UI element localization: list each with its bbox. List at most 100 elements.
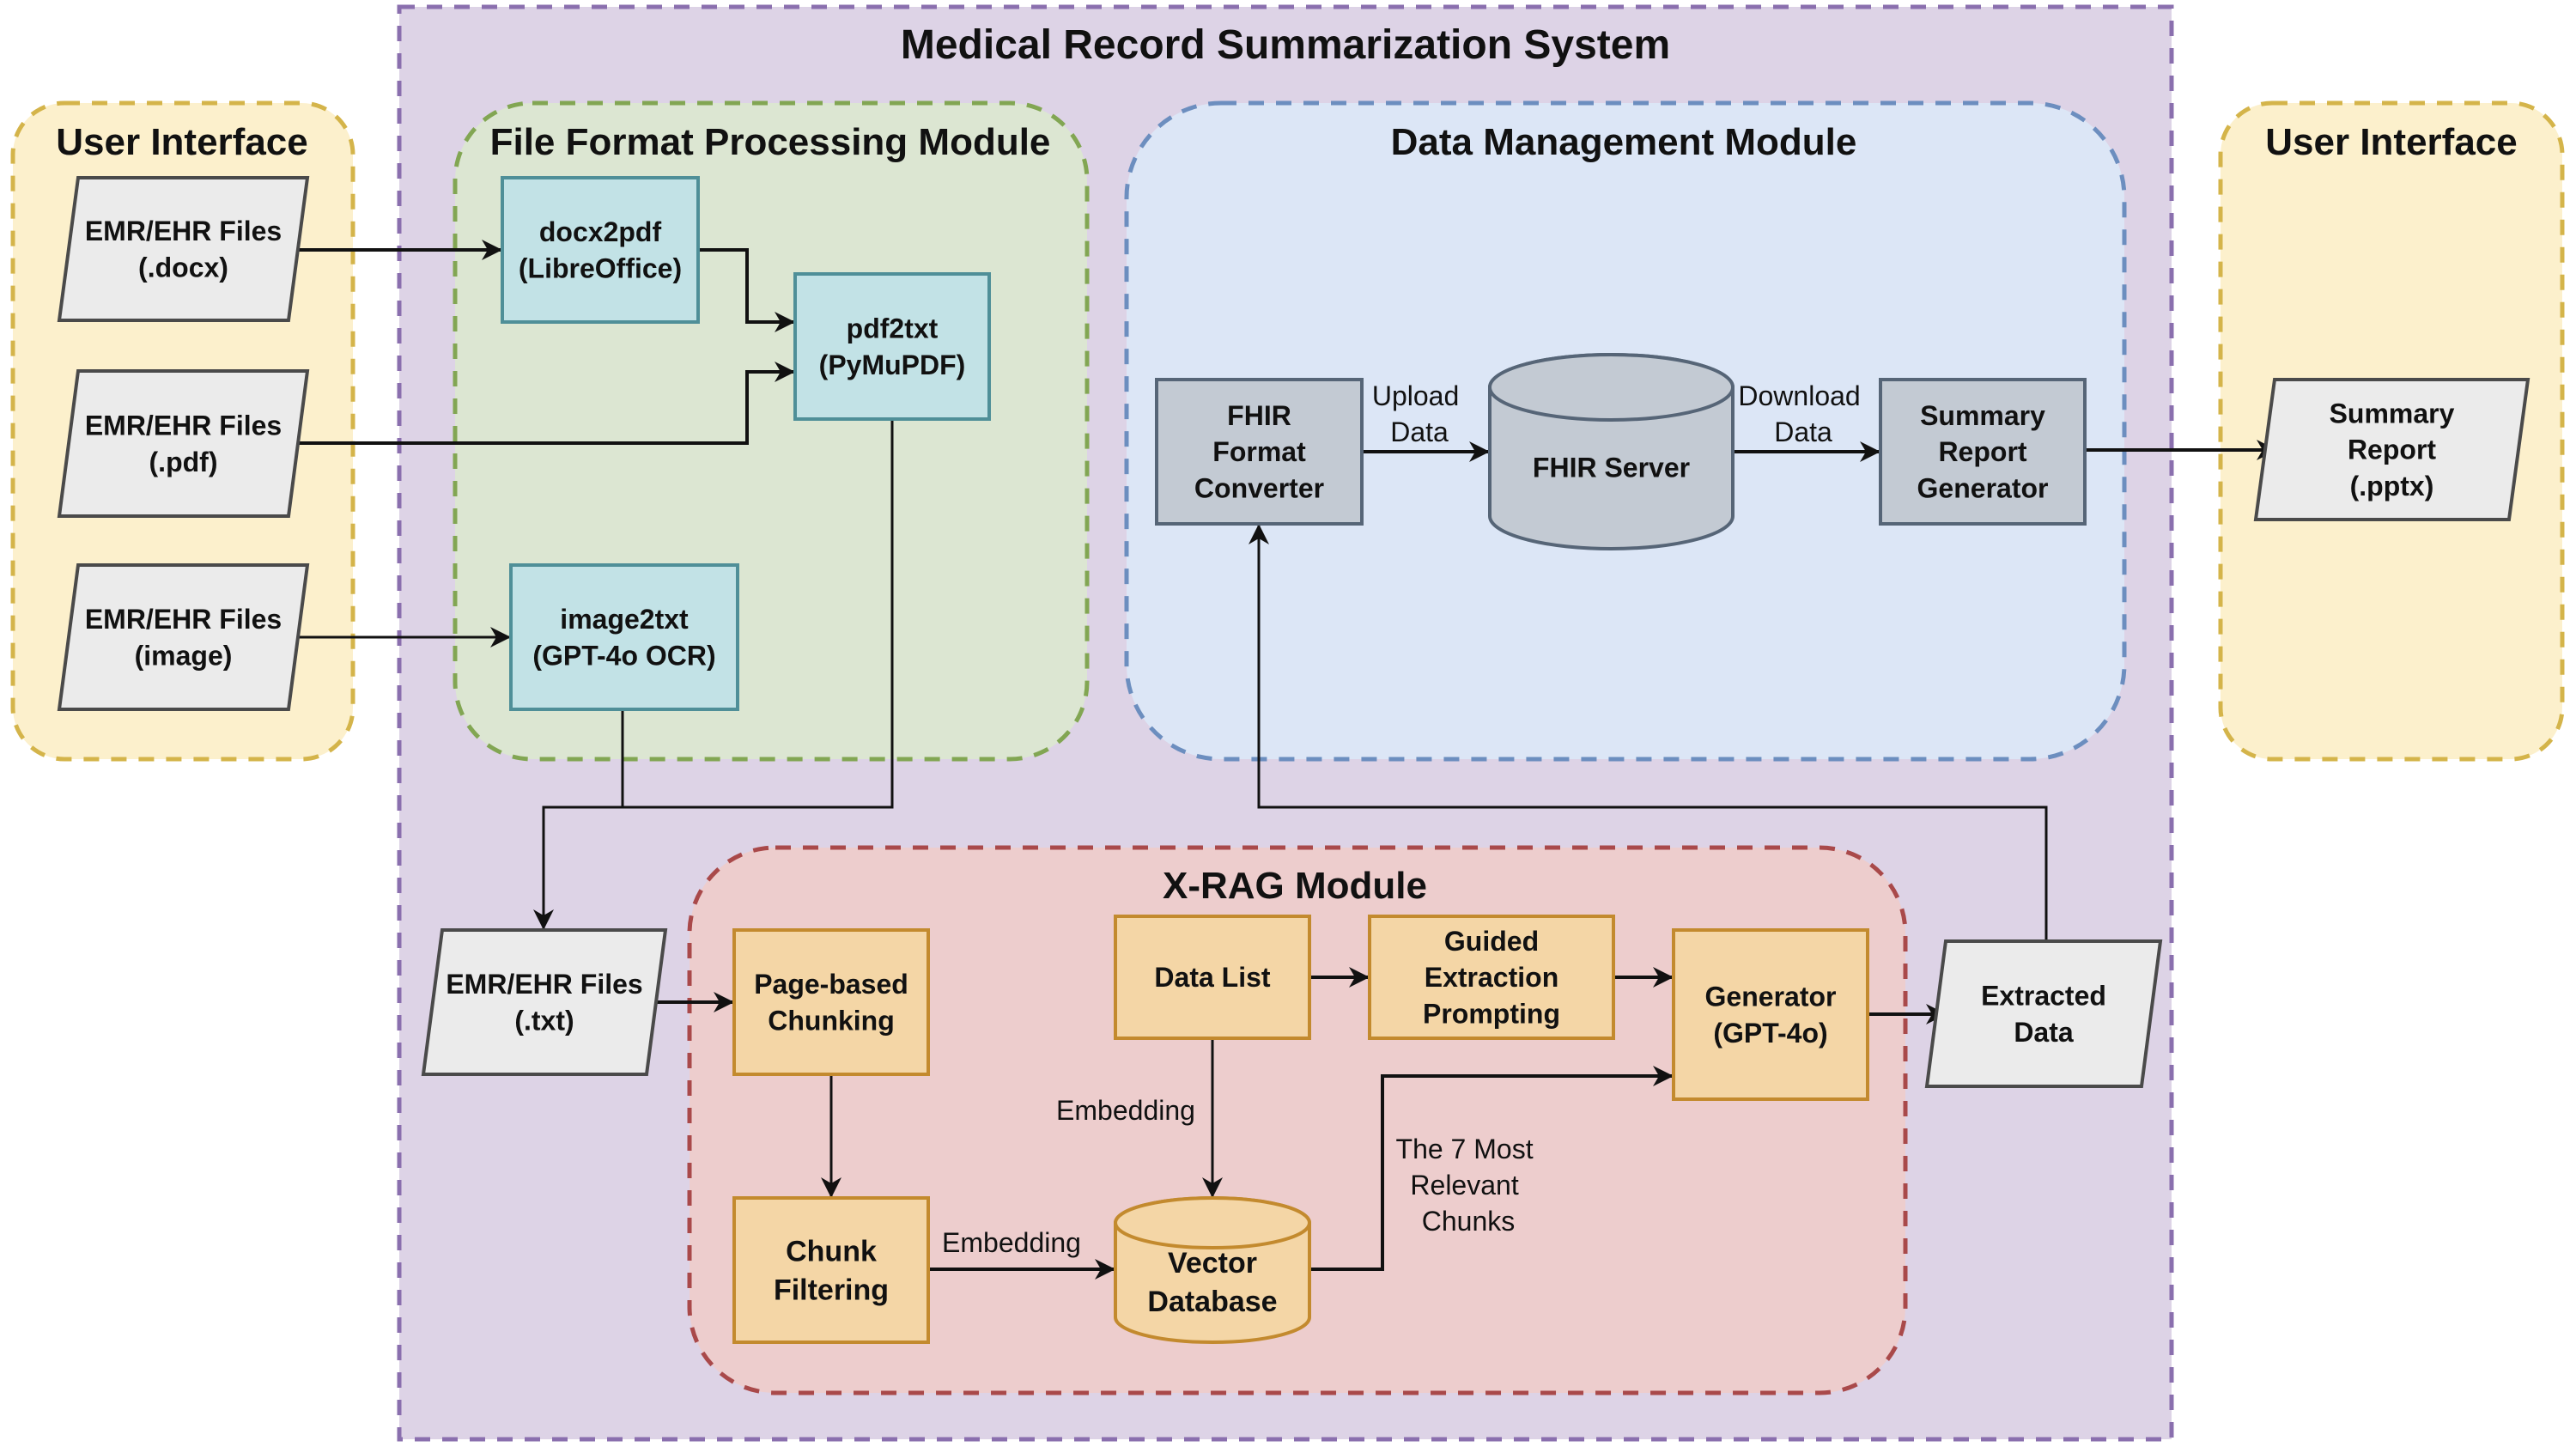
pdf2txt-label-line: pdf2txt <box>847 313 939 344</box>
docx2pdf-node: docx2pdf (LibreOffice) <box>501 176 700 324</box>
docx2pdf-box <box>501 176 700 324</box>
emr-image-label-line: (image) <box>135 640 233 671</box>
pdf2txt-label-line: (PyMuPDF) <box>819 350 966 380</box>
chunk-filtering-label-line: Chunk <box>786 1235 877 1268</box>
summary-report-io-shape <box>2253 378 2530 521</box>
extracted-data-io-shape <box>1924 939 2163 1088</box>
edge-pdf2txt-to-txt <box>533 419 894 930</box>
summary-report-label-line: Summary <box>2330 398 2455 429</box>
emr-docx-label-line: (.docx) <box>138 252 228 283</box>
top-chunks-label: The 7 Most Relevant Chunks <box>1396 1134 1541 1237</box>
chunk-filtering-label-line: Filtering <box>774 1274 889 1306</box>
emr-txt-io-shape <box>421 928 668 1076</box>
docx2pdf-label: docx2pdf (LibreOffice) <box>519 216 682 283</box>
image2txt-label-line: (GPT-4o OCR) <box>532 640 715 671</box>
emr-docx-label-line: EMR/EHR Files <box>85 216 282 246</box>
emr-pdf-io-shape <box>57 369 310 518</box>
emr-txt-label-line: EMR/EHR Files <box>446 969 642 1000</box>
fhir-server-node: FHIR Server <box>1488 353 1735 550</box>
data-list-label-line: Data List <box>1154 962 1270 993</box>
summary-generator-label-line: Generator <box>1917 472 2049 503</box>
emr-pdf-label-line: EMR/EHR Files <box>85 410 282 441</box>
summary-generator-label-line: Summary <box>1920 400 2045 431</box>
emr-image-node: EMR/EHR Files (image) <box>57 563 310 711</box>
emr-docx-io-shape <box>57 176 310 322</box>
embedding-datalist-label: Embedding <box>1056 1095 1195 1126</box>
region-titles: Medical Record Summarization System User… <box>56 22 2517 907</box>
extracted-data-label-line: Extracted <box>1981 981 2106 1012</box>
emr-txt-label: EMR/EHR Files (.txt) <box>446 969 642 1036</box>
generator-node: Generator (GPT-4o) <box>1672 928 1869 1101</box>
pdf2txt-box <box>793 272 991 421</box>
fhir-converter-label-line: Format <box>1212 436 1306 467</box>
fhir-converter-label-line: Converter <box>1194 472 1324 503</box>
fhir-server-cylinder-top <box>1488 353 1735 422</box>
fhir-server-label-line: FHIR Server <box>1533 452 1690 483</box>
data-management-title: Data Management Module <box>1391 121 1857 163</box>
generator-label-line: (GPT-4o) <box>1713 1018 1827 1049</box>
docx2pdf-label-line: docx2pdf <box>539 216 662 247</box>
emr-pdf-node: EMR/EHR Files (.pdf) <box>57 369 310 518</box>
edge-docx2pdf-to-pdf2txt <box>698 248 795 332</box>
user-interface-left-title: User Interface <box>56 121 307 163</box>
vector-db-cylinder-top <box>1114 1196 1311 1249</box>
emr-pdf-label-line: (.pdf) <box>149 447 218 477</box>
edge-extracted-to-fhir-converter <box>1249 524 2048 941</box>
page-chunking-label-line: Page-based <box>754 969 908 1000</box>
image2txt-label: image2txt (GPT-4o OCR) <box>532 604 715 671</box>
emr-txt-node: EMR/EHR Files (.txt) <box>421 928 668 1076</box>
emr-pdf-label: EMR/EHR Files (.pdf) <box>85 410 282 477</box>
emr-docx-label: EMR/EHR Files (.docx) <box>85 216 282 283</box>
vector-db-label-line: Database <box>1147 1286 1277 1318</box>
pdf2txt-node: pdf2txt (PyMuPDF) <box>793 272 991 421</box>
guided-prompting-label-line: Guided <box>1444 926 1539 957</box>
guided-prompting-label-line: Extraction <box>1425 962 1558 993</box>
summary-generator-box <box>1879 378 2087 526</box>
embedding-chunks-label: Embedding <box>942 1227 1081 1258</box>
guided-prompting-box <box>1368 915 1615 1040</box>
emr-image-label-line: EMR/EHR Files <box>85 604 282 635</box>
emr-image-label: EMR/EHR Files (image) <box>85 604 282 671</box>
image2txt-box <box>509 563 739 711</box>
image2txt-node: image2txt (GPT-4o OCR) <box>509 563 739 711</box>
summary-report-label-line: (.pptx) <box>2350 471 2434 502</box>
data-list-box <box>1114 915 1311 1040</box>
generator-label-line: Generator <box>1705 982 1837 1012</box>
data-list-label: Data List <box>1154 962 1270 993</box>
fhir-converter-label-line: FHIR <box>1227 400 1291 431</box>
page-chunking-label-line: Chunking <box>768 1005 895 1036</box>
edge-labels: Upload Data Download Data Embedding Embe… <box>942 380 1861 1258</box>
generator-label: Generator (GPT-4o) <box>1705 982 1837 1049</box>
emr-txt-label-line: (.txt) <box>514 1005 574 1036</box>
chunk-filtering-box <box>732 1196 930 1344</box>
summary-generator-label-line: Report <box>1938 436 2026 467</box>
emr-image-io-shape <box>57 563 310 711</box>
fhir-server-label: FHIR Server <box>1533 452 1690 483</box>
edge-vectordb-to-generator <box>1309 1066 1674 1271</box>
edge-pdf-to-pdf2txt <box>297 362 795 445</box>
data-list-node: Data List <box>1114 915 1311 1040</box>
upload-data-label: Upload Data <box>1372 380 1467 447</box>
nodes: EMR/EHR Files(.docx)EMR/EHR Files(.pdf)E… <box>57 176 2530 1344</box>
user-interface-right-title: User Interface <box>2265 121 2517 163</box>
edges <box>297 240 2277 1280</box>
extracted-data-label-line: Data <box>2014 1017 2074 1048</box>
image2txt-label-line: image2txt <box>560 604 689 635</box>
pdf2txt-label: pdf2txt (PyMuPDF) <box>819 313 966 380</box>
docx2pdf-label-line: (LibreOffice) <box>519 252 682 283</box>
